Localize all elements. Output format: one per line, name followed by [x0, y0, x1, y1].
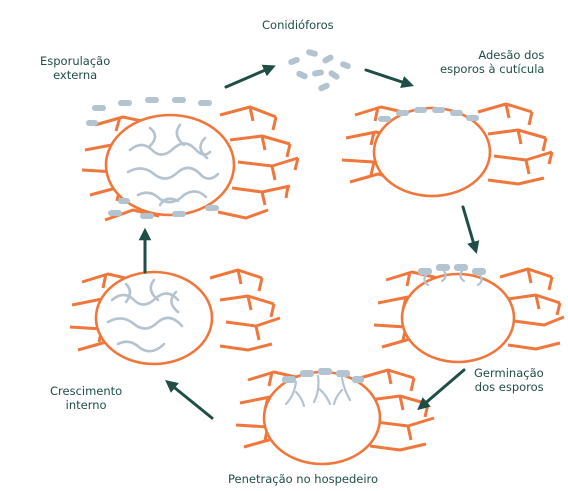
insect-internal-growth — [70, 270, 280, 364]
insect-penetration — [236, 368, 434, 464]
label-adesao-line-2: esporos à cutícula — [440, 62, 544, 76]
label-adesao: Adesão dos esporos à cutícula — [440, 48, 544, 76]
insect-sporulation — [82, 97, 298, 220]
arrow-icon — [422, 370, 464, 406]
host-body — [402, 274, 514, 362]
label-germinacao: Germinação dos esporos — [474, 366, 544, 394]
label-crescimento-line-1: Crescimento — [50, 384, 122, 398]
arrow-icon — [226, 68, 270, 87]
host-body — [374, 108, 490, 196]
label-crescimento: Crescimento interno — [50, 384, 122, 412]
insect-adhesion — [342, 104, 552, 196]
insect-germination — [374, 264, 564, 362]
arrow-icon — [463, 207, 475, 248]
label-germinacao-line-2: dos esporos — [474, 380, 544, 394]
label-esporulacao-line-1: Esporulação — [40, 54, 110, 68]
conidia-cluster — [287, 49, 351, 93]
arrow-icon — [366, 70, 408, 84]
host-body — [264, 372, 380, 464]
label-germinacao-line-1: Germinação — [474, 366, 544, 380]
arrow-icon — [170, 384, 212, 418]
label-esporulacao: Esporulação externa — [40, 54, 110, 82]
label-crescimento-line-2: interno — [50, 398, 122, 412]
label-adesao-line-1: Adesão dos — [440, 48, 544, 62]
label-conidioforos: Conidióforos — [262, 18, 334, 32]
label-esporulacao-line-2: externa — [40, 68, 110, 82]
label-penetracao: Penetração no hospedeiro — [228, 472, 378, 486]
